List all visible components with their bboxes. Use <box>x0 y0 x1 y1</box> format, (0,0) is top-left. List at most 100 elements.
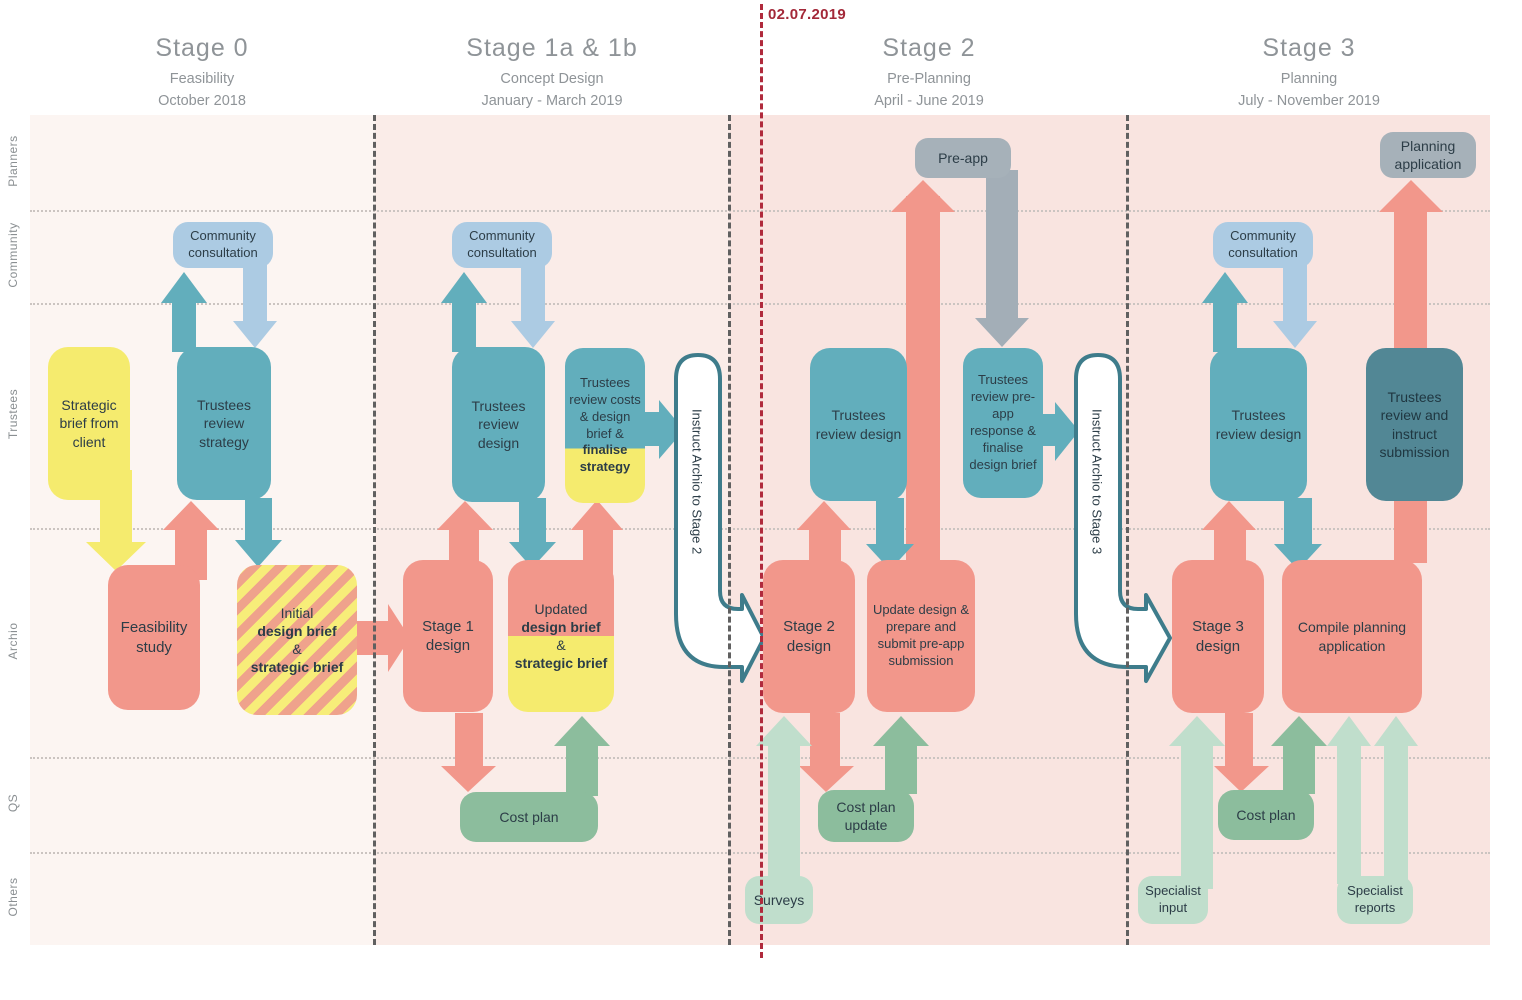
stage3-design-box: Stage 3 design <box>1172 560 1264 713</box>
updated-brief-line4: strategic brief <box>514 655 608 672</box>
trustees-review-strategy-label: Trustees review strategy <box>197 397 251 450</box>
arrowhead-down-teal-stage0 <box>235 540 282 567</box>
stage1-design-label: Stage 1 design <box>422 617 474 655</box>
planning-application-box: Planning application <box>1380 132 1476 178</box>
arrowhead-down-salmon-costplan1 <box>441 766 496 792</box>
arrowhead-right-teal-instruct2 <box>659 400 684 459</box>
updated-brief-box: Updated design brief & strategic brief <box>508 560 614 712</box>
instruct-archio-stage3-tube-arrow <box>1074 353 1172 683</box>
strategic-brief-box: Strategic brief from client <box>48 347 130 500</box>
arrow-up-salmon-update-to-preapp <box>906 196 940 564</box>
arrow-up-green-costplan-to-updated-brief <box>566 744 598 796</box>
arrow-up-lightgreen-specialist-input <box>1181 744 1213 889</box>
stage2-design-box: Stage 2 design <box>763 560 855 713</box>
specialist-input-box: Specialist input <box>1138 876 1208 924</box>
community-consultation-label-stage3: Community consultation <box>1228 228 1298 260</box>
arrowhead-down-lightblue-stage0 <box>233 321 277 348</box>
stage-divider-1-2 <box>728 115 731 945</box>
arrow-down-grey-preapp-to-trustees <box>986 170 1018 320</box>
arrowhead-down-lightblue-stage1 <box>511 321 555 348</box>
instruct-archio-stage3-label: Instruct Archio to Stage 3 <box>1089 409 1105 555</box>
arrowhead-down-lightblue-stage3 <box>1273 321 1317 348</box>
arrow-down-teal-trustees-to-compile <box>1284 498 1312 546</box>
arrowhead-down-yellow-strategic-brief <box>86 542 146 571</box>
initial-brief-line1: Initial <box>280 604 314 621</box>
initial-brief-line3: & <box>292 641 302 657</box>
stage2-title: Stage 2 <box>882 34 976 62</box>
trustees-review-strategy-box: Trustees review strategy <box>177 347 271 500</box>
arrowhead-up-salmon-feasibility <box>163 501 219 530</box>
trustees-review-design-box-stage2: Trustees review design <box>810 348 907 501</box>
initial-brief-box: Initial design brief & strategic brief <box>237 565 357 715</box>
community-consultation-label-stage0: Community consultation <box>188 228 258 260</box>
arrow-up-teal-to-community-stage3 <box>1213 300 1237 352</box>
arrowhead-down-salmon-costplan3 <box>1214 766 1269 792</box>
compile-planning-label: Compile planning application <box>1297 619 1407 654</box>
arrow-down-lightblue-community-stage3 <box>1283 265 1307 323</box>
arrowhead-up-salmon-stage2 <box>797 501 851 530</box>
arrow-down-teal-trustees-to-updated-brief <box>519 498 546 544</box>
updated-brief-line3: & <box>556 637 566 653</box>
arrowhead-up-lightgreen-reports-1 <box>1327 716 1371 746</box>
trustees-instruct-submission-box: Trustees review and instruct submission <box>1366 348 1463 501</box>
pre-app-box: Pre-app <box>915 138 1011 178</box>
strategic-brief-label: Strategic brief from client <box>59 397 119 450</box>
arrow-up-lightgreen-specialist-reports-1 <box>1337 744 1361 884</box>
pre-app-label: Pre-app <box>938 149 988 166</box>
stage1-dates: January - March 2019 <box>481 93 623 109</box>
arrow-up-lightgreen-surveys-to-stage2 <box>768 744 800 889</box>
date-marker-label: 02.07.2019 <box>768 6 847 23</box>
updated-brief-line2: design brief <box>521 618 601 635</box>
stage3-design-label: Stage 3 design <box>1192 618 1244 655</box>
feasibility-study-label: Feasibility study <box>120 619 188 656</box>
cost-plan-update-label: Cost plan update <box>836 798 896 833</box>
finalise-strategy-label: finalise strategy <box>579 442 631 475</box>
instruct-archio-stage2-label: Instruct Archio to Stage 2 <box>689 409 705 555</box>
stage1-subtitle: Concept Design <box>500 71 604 87</box>
date-marker-line <box>760 4 763 958</box>
community-consultation-box-stage3: Community consultation <box>1213 222 1313 268</box>
stage2-header: Stage 2 Pre-Planning April - June 2019 <box>809 34 1049 109</box>
initial-brief-line2: design brief <box>257 622 337 639</box>
compile-planning-box: Compile planning application <box>1282 560 1422 713</box>
arrow-down-lightblue-community-stage0 <box>243 265 267 323</box>
arrowhead-up-lightgreen-surveys <box>756 716 812 746</box>
cost-plan-box-stage1: Cost plan <box>460 792 598 842</box>
arrowhead-up-salmon-preapp <box>891 180 955 212</box>
specialist-reports-box: Specialist reports <box>1337 876 1413 924</box>
arrow-down-teal-trustees-to-initial-brief <box>245 498 272 542</box>
specialist-reports-label: Specialist reports <box>1347 883 1403 915</box>
stage3-dates: July - November 2019 <box>1238 93 1380 109</box>
stage3-header: Stage 3 Planning July - November 2019 <box>1189 34 1429 109</box>
arrowhead-down-teal-stage2 <box>866 544 914 570</box>
specialist-input-label: Specialist input <box>1145 883 1201 915</box>
arrowhead-up-salmon-stage3 <box>1202 501 1256 530</box>
stage0-dates: October 2018 <box>158 93 246 109</box>
stage3-title: Stage 3 <box>1262 34 1356 62</box>
trustees-review-design-label-stage2: Trustees review design <box>815 407 902 442</box>
arrow-up-green-costplan-to-compile <box>1283 744 1315 794</box>
arrow-up-lightgreen-specialist-reports-2 <box>1384 744 1408 884</box>
arrowhead-up-teal-community-stage3 <box>1202 272 1248 303</box>
arrowhead-right-salmon-stage0-stage1 <box>388 604 410 672</box>
trustees-preapp-label: Trustees review pre-app response & final… <box>969 372 1037 472</box>
arrow-down-lightblue-community-stage1 <box>521 265 545 323</box>
instruct-archio-stage2-tube-arrow <box>674 353 766 683</box>
stage-divider-2-3 <box>1126 115 1129 945</box>
arrowhead-up-green-stage3 <box>1271 716 1327 746</box>
stage1-header: Stage 1a & 1b Concept Design January - M… <box>432 34 672 109</box>
arrowhead-up-green-stage2 <box>873 716 929 746</box>
planning-application-label: Planning application <box>1394 137 1462 172</box>
stage0-header: Stage 0 Feasibility October 2018 <box>82 34 322 109</box>
arrowhead-down-grey-preapp <box>975 318 1029 347</box>
arrowhead-up-teal-community-stage1 <box>441 272 487 303</box>
trustees-instruct-submission-label: Trustees review and instruct submission <box>1379 389 1450 460</box>
arrow-down-salmon-stage3-to-costplan <box>1225 713 1253 769</box>
arrowhead-down-salmon-costplan2 <box>799 766 854 792</box>
arrowhead-right-teal-instruct3 <box>1055 402 1079 461</box>
trustees-review-design-box-stage3: Trustees review design <box>1210 348 1307 501</box>
community-consultation-label-stage1: Community consultation <box>467 228 537 260</box>
cost-plan-label-stage1: Cost plan <box>499 808 559 825</box>
arrow-up-teal-to-community-stage0 <box>172 300 196 352</box>
